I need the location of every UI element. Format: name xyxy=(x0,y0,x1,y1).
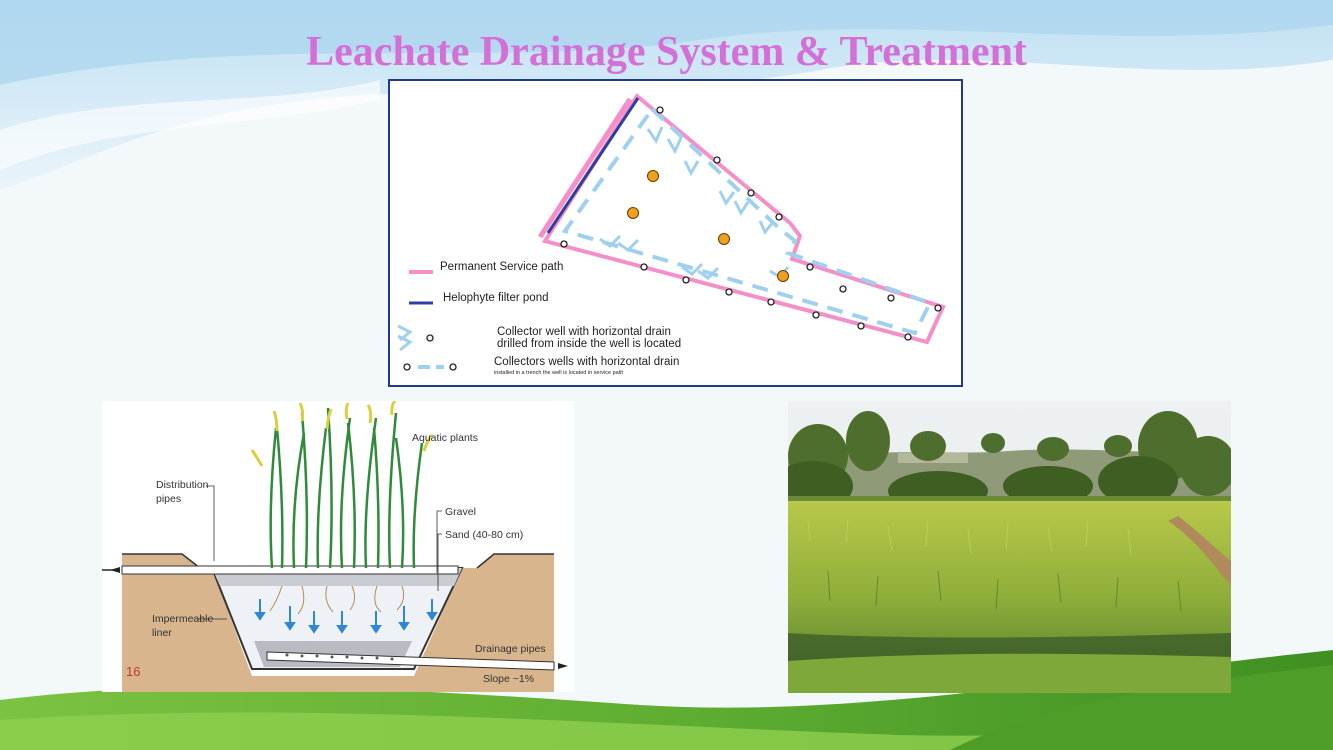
label-liner-2: liner xyxy=(152,627,172,639)
label-aquatic-plants: Aquatic plants xyxy=(412,432,478,444)
legend-collector-well-label-2: drilled from inside the well is located xyxy=(497,338,682,350)
photo-drawing xyxy=(788,401,1231,693)
drain-dashes xyxy=(561,107,933,336)
label-sand: Sand (40-80 cm) xyxy=(445,529,524,541)
legend-collectors-wells-note: installed in a trench the well is locate… xyxy=(494,370,624,376)
legend-service-path-label: Permanent Service path xyxy=(440,261,564,273)
label-gravel: Gravel xyxy=(445,506,476,518)
legend-collectors-wells-label: Collectors wells with horizontal drain xyxy=(494,356,680,368)
site-plan-drawing xyxy=(397,93,946,371)
legend-filter-pond-label: Helophyte filter pond xyxy=(443,292,549,304)
legend-collectors-wells-swatch xyxy=(403,363,457,371)
slide-title: Leachate Drainage System & Treatment xyxy=(306,29,1027,75)
inner-wells xyxy=(627,170,789,282)
service-path-edge xyxy=(537,97,633,239)
wetland-cross-section: Aquatic plants Distribution pipes Gravel… xyxy=(102,401,574,692)
collector-chevrons xyxy=(599,126,790,280)
site-plan-diagram: Permanent Service path Helophyte filter … xyxy=(388,79,963,387)
legend-collector-well-label-1: Collector well with horizontal drain xyxy=(497,326,671,338)
legend-collector-well-swatch xyxy=(397,324,413,352)
label-liner-1: Impermeable xyxy=(152,613,214,625)
filter-pond-line xyxy=(546,97,640,234)
reed-bed-photo xyxy=(788,401,1231,693)
label-distribution-pipes-2: pipes xyxy=(156,493,182,505)
page-number: 16 xyxy=(126,664,141,679)
label-slope: Slope ~1% xyxy=(483,673,535,685)
label-distribution-pipes-1: Distribution xyxy=(156,479,209,491)
service-path-outline xyxy=(541,93,946,345)
path-wells xyxy=(560,106,942,341)
wetland-drawing xyxy=(102,401,568,692)
label-drainage-pipes: Drainage pipes xyxy=(475,643,546,655)
